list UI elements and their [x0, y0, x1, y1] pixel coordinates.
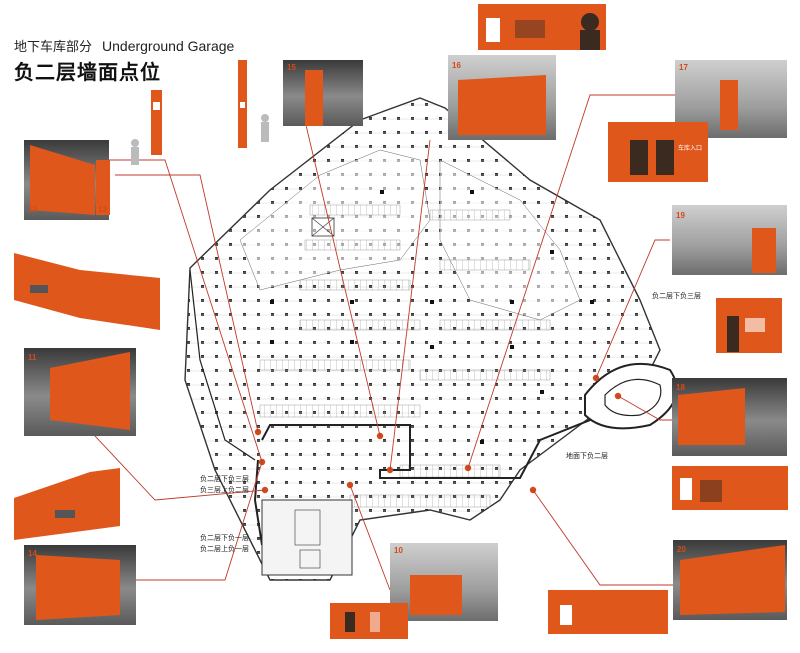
sign-horizontal-left: [14, 253, 160, 330]
label-b2-down-b3-left: 负二层下负三层: [200, 475, 249, 483]
photo-16: 16: [448, 55, 556, 140]
title-cn: 地下车库部分: [14, 40, 93, 55]
svg-text:12: 12: [28, 205, 37, 214]
title-en: Underground Garage: [102, 38, 235, 54]
sign-bottom-right: [548, 590, 668, 634]
sign-horizontal-left-2: [14, 468, 120, 540]
svg-text:15: 15: [287, 63, 296, 72]
svg-text:16: 16: [452, 61, 461, 70]
label-b2-up-b1: 负二层上负一层: [200, 545, 249, 553]
label-underground-b2: 地面下负二层: [566, 452, 608, 460]
svg-text:18: 18: [676, 383, 685, 392]
label-b2-down-b1: 负二层下负一层: [200, 534, 249, 542]
sign-panel-19: [716, 298, 782, 353]
sign-car-entrance: 车库入口: [608, 122, 708, 182]
photo-20: 20: [673, 540, 787, 620]
svg-text:10: 10: [394, 546, 403, 555]
svg-text:19: 19: [676, 211, 685, 220]
floor-plan: [184, 97, 678, 581]
logo-panel-top: B: [478, 4, 606, 50]
sign-vertical-15: [131, 60, 269, 165]
sign-bottom-center: [330, 603, 408, 639]
svg-text:B: B: [682, 484, 692, 500]
photo-11: 11: [24, 348, 136, 436]
photo-12: 12 13: [24, 140, 110, 220]
svg-text:11: 11: [28, 353, 37, 362]
label-car-entrance: 车库入口: [678, 145, 703, 152]
svg-text:B: B: [488, 25, 500, 42]
svg-text:14: 14: [28, 549, 37, 558]
photo-14: 14: [24, 545, 136, 625]
svg-text:17: 17: [679, 63, 688, 72]
svg-text:20: 20: [677, 545, 686, 554]
page-subtitle: 负二层墙面点位: [14, 60, 161, 84]
svg-text:13: 13: [98, 205, 107, 214]
logo-panel-right: B: [672, 466, 788, 510]
label-b3-up-b2: 负三层上负二层: [200, 486, 249, 494]
photo-15: 15: [283, 60, 363, 126]
photo-18: 18: [672, 378, 787, 456]
title: 地下车库部分 Underground Garage: [14, 36, 234, 55]
label-b2-down-b3-right: 负二层下负三层: [652, 292, 701, 300]
photo-19: 19: [672, 205, 787, 275]
